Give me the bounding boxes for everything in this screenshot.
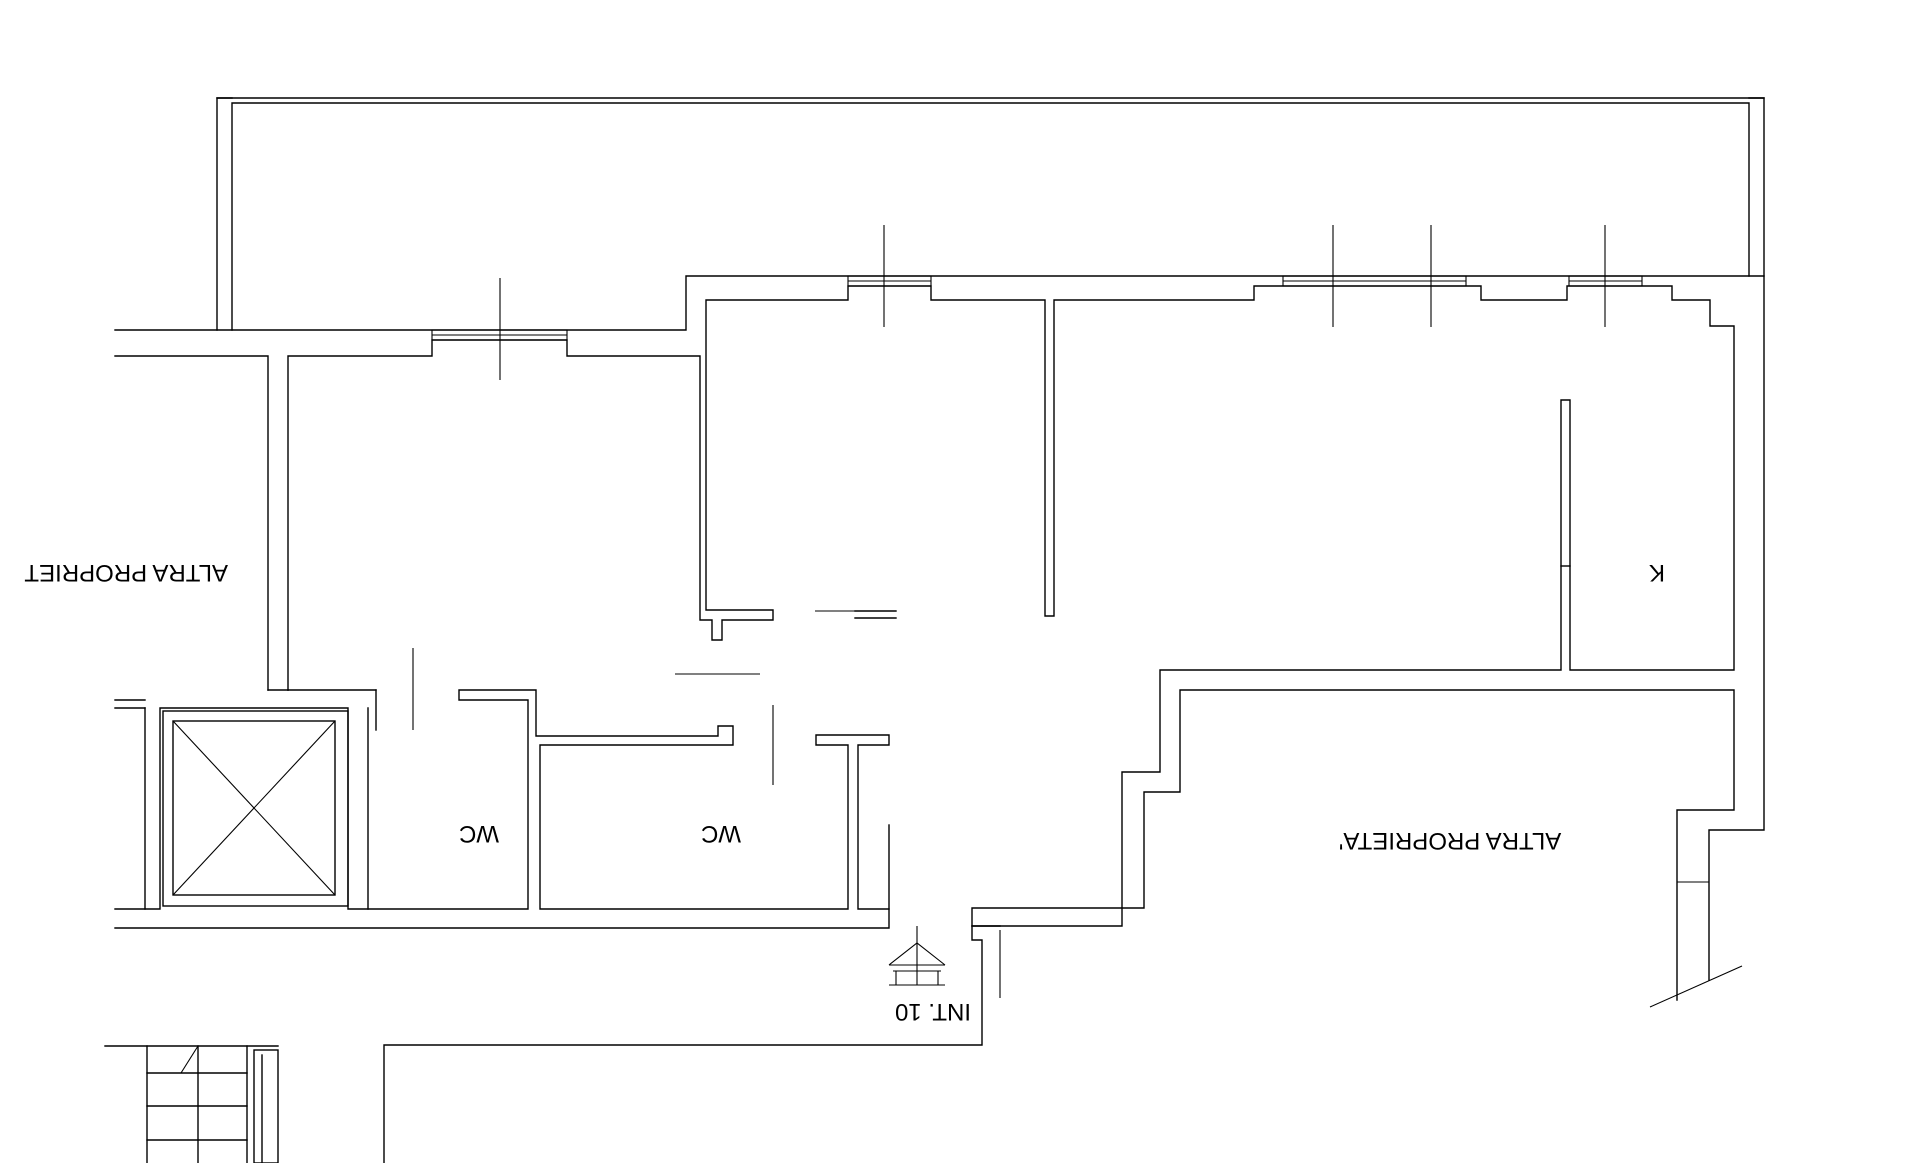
label-int-number: INT. 10	[895, 998, 971, 1025]
label-altra-left: ALTRA PROPRIET	[24, 559, 228, 586]
corridor-walls	[114, 689, 890, 929]
entrance-marker-icon	[888, 926, 946, 986]
entrance-area	[383, 925, 1001, 1163]
lift-shaft	[162, 710, 349, 907]
stairs	[104, 1045, 279, 1163]
label-altra-right: ALTRA PROPRIETA'	[1339, 827, 1561, 854]
label-wc-2: WC	[701, 820, 741, 847]
label-k-room: K	[1649, 559, 1665, 586]
window-marks	[431, 225, 1643, 380]
label-wc-1: WC	[459, 820, 499, 847]
door-swings	[412, 565, 1743, 1008]
outer-wall	[114, 275, 1765, 1001]
terrace-outline	[216, 97, 1765, 331]
